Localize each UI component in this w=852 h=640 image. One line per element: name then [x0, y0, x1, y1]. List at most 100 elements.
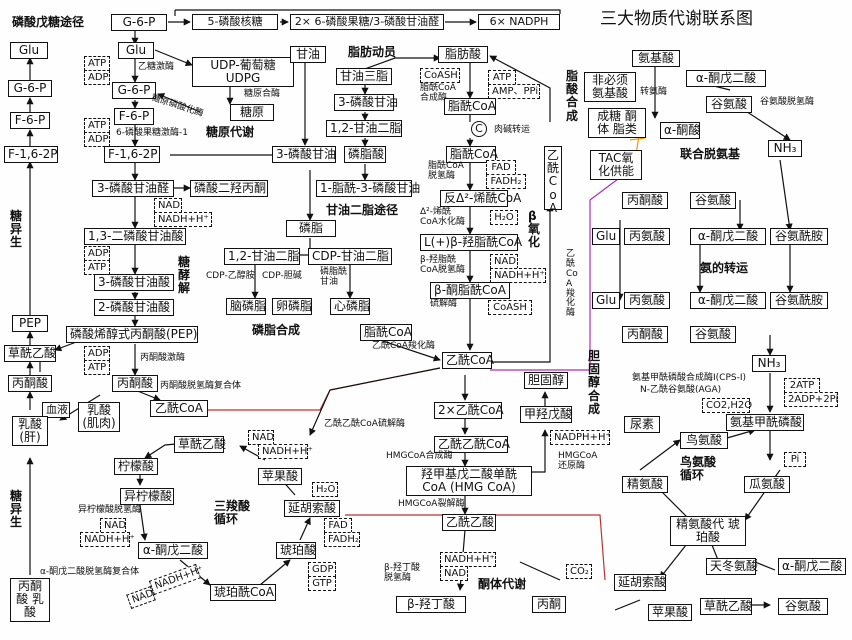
- node-acyl-coa-1: 脂酰CoA: [444, 98, 496, 116]
- node-fructose-glyceraldehyde: 2× 6-磷酸果糖/3-磷酸甘油醛: [290, 14, 444, 31]
- label-hmg-reductase: HMGCoA还原酶: [558, 451, 598, 471]
- node-hmg-coa: 羟甲基戊二酸单酰CoA (HMG CoA): [406, 466, 532, 497]
- label-glycogen-synthase: 糖原合酶: [244, 89, 281, 99]
- label-pfk1: 6-磷酸果糖激酶-1: [116, 128, 188, 138]
- cofactor-atp-fa: ATP: [488, 70, 516, 85]
- node-malate: 苹果酸: [258, 468, 302, 486]
- cofactor-2adp-2pi: 2ADP+2Pi: [784, 392, 838, 407]
- node-phospholipid: 磷脂: [286, 220, 336, 238]
- cofactor-h2o-tca: H₂O: [312, 482, 338, 497]
- node-cardiolipin: 心磷脂: [330, 298, 370, 316]
- node-dihydroxyacetone-p: 磷酸二羟丙酮: [190, 180, 268, 198]
- node-alpha-ketoglutarate: α-酮戊二酸: [138, 542, 208, 560]
- label-acetyl-carboxylase-2: 乙酰CoA羧化酶: [566, 249, 578, 319]
- node-akg-transamination: α-酮戊二酸: [686, 70, 766, 88]
- node-oxaloacetate: 草酰乙酸: [174, 436, 226, 454]
- node-glycerol: 甘油: [290, 46, 326, 64]
- node-fumarate-2: 延胡索酸: [614, 574, 666, 592]
- node-pep-left: PEP: [12, 315, 48, 333]
- cofactor-nadh-beta: NADH+H⁺: [490, 268, 546, 283]
- cofactor-co2-h2o: CO2,H2O: [702, 398, 752, 413]
- node-nh3-2: NH₃: [752, 355, 786, 373]
- label-phosphatidylglycerol: 磷脂酰甘油: [320, 267, 348, 287]
- label-transdeamination: 联合脱氨基: [680, 147, 741, 161]
- label-cdp-ethanolamine: CDP-乙醇胺: [206, 271, 255, 281]
- cofactor-gdp: GDP: [308, 562, 336, 577]
- label-acyl-coa-dh: 脂酰CoA脱氢酶: [428, 161, 464, 181]
- node-lactate-bl: 乳酸: [23, 592, 44, 620]
- label-cholesterol-synthesis: 胆固醇合成: [588, 349, 601, 416]
- cofactor-fad-1: FAD: [486, 160, 516, 175]
- node-nadph-6: 6× NADPH: [478, 14, 560, 31]
- diagram-title: 三大物质代谢联系图: [600, 9, 753, 29]
- label-acetoacetyl-thiolase: 乙酰乙酰CoA硫解酶: [324, 419, 405, 429]
- node-acetone: 丙酮: [532, 596, 566, 614]
- node-glu-a: Glu: [592, 228, 620, 246]
- node-akg-tr3: α-酮戊二酸: [690, 292, 766, 310]
- label-pyruvate-kinase: 丙酮酸激酶: [140, 353, 186, 363]
- label-hydroxyacyl-dh: β-羟脂酰CoA脱氢酶: [420, 255, 465, 275]
- label-beta-oxidation: β氧化: [528, 209, 541, 250]
- label-acyl-coa-synthetase: 脂酰CoA合成酶: [420, 83, 456, 103]
- node-blood: 血液: [42, 402, 70, 419]
- cofactor-fadh2-tca: FADH₂: [324, 532, 360, 547]
- node-malate-2: 苹果酸: [648, 604, 692, 622]
- cofactor-adp-pfk: ADP: [84, 132, 110, 147]
- node-acetoacetate: 乙酰乙酸: [442, 514, 496, 532]
- node-urea: 尿素: [624, 416, 660, 434]
- label-enoyl-hydratase: Δ²-烯酰CoA水化酶: [420, 207, 465, 227]
- label-urea-cycle: 鸟氨酸循环: [680, 455, 717, 483]
- label-bhb-dh: β-羟丁酸脱氢酶: [384, 563, 420, 583]
- node-glutamine-2: 谷氨酰胺: [770, 292, 828, 310]
- node-f6p-left: F-6-P: [10, 112, 50, 130]
- node-tac-oxidation: TAC氧化供能: [590, 150, 642, 181]
- cofactor-adp-pgk: ADP: [84, 246, 110, 261]
- label-glycolysis: 糖酵解: [178, 255, 191, 296]
- node-3pg: 3-磷酸甘油酸: [94, 274, 174, 292]
- label-hmg-synthase: HMGCoA合成酶: [386, 451, 453, 461]
- cofactor-coash-1: CoASH: [420, 68, 460, 83]
- node-carbamoyl-phosphate: 氨基甲酰磷酸: [726, 414, 804, 432]
- node-glycogen: 糖原: [230, 104, 274, 122]
- node-hydroxyacyl-coa: L(+)β-羟脂酰CoA: [420, 234, 522, 252]
- label-phospholipid-synthesis: 磷脂合成: [252, 323, 301, 337]
- label-acetyl-carboxylase: 乙酰CoA羧化酶: [372, 341, 435, 351]
- node-succinate: 琥珀酸: [276, 542, 316, 560]
- node-glutamate-urea: 谷氨酸: [778, 598, 828, 616]
- label-thiolase: 硫解酶: [430, 299, 458, 309]
- label-glycogen-metabolism: 糖原代谢: [206, 125, 255, 139]
- node-citrate: 柠檬酸: [114, 458, 158, 476]
- label-transaminase: 转氨酶: [640, 87, 668, 97]
- cofactor-nad-tca2: NAD: [100, 518, 126, 533]
- node-13-bpg: 1,3-二磷酸甘油酸: [84, 228, 186, 246]
- cofactor-fadh2-1: FADH₂: [486, 174, 526, 189]
- label-hexokinase: 乙糖激酶: [138, 62, 175, 72]
- cofactor-nad-tca1: NAD: [248, 430, 274, 445]
- cofactor-nad-beta: NAD: [490, 254, 518, 269]
- label-tca-cycle: 三羧酸循环: [214, 499, 251, 527]
- node-ornithine: 鸟氨酸: [680, 432, 728, 450]
- node-acetoacetyl-coa: 乙酰乙酰CoA: [434, 436, 510, 454]
- node-nonessential-aa: 非必须 氨基酸: [584, 72, 636, 103]
- label-ammonia-transport: 氨的转运: [700, 261, 749, 275]
- node-cdp-dag: CDP-甘油二脂: [308, 248, 392, 266]
- node-12-dag: 1,2-甘油二脂: [326, 120, 402, 138]
- label-gluconeogenesis-2: 糖异生: [10, 489, 23, 530]
- node-succinyl-coa: 琥珀酰CoA: [210, 584, 276, 602]
- node-fumarate: 延胡索酸: [284, 500, 340, 518]
- label-glu-dh: 谷氨酸脱氢酶: [760, 97, 815, 107]
- node-pyruvate: 丙酮酸: [112, 375, 158, 393]
- cofactor-nadh-ketone: NADH+H⁺: [440, 552, 496, 567]
- node-3pg-aldehyde: 3-磷酸甘油醛: [92, 180, 174, 198]
- node-ketoacyl-coa: β-酮脂酰CoA: [430, 282, 510, 300]
- cofactor-nadh-tca1: NADH+H⁺: [258, 444, 313, 459]
- node-cholesterol: 胆固醇: [524, 372, 568, 390]
- node-g6p-mid: G-6-P: [112, 82, 156, 100]
- node-udpg: UDP-葡萄糖 UDPG: [192, 57, 294, 88]
- node-carnitine: C: [471, 121, 487, 137]
- cofactor-2atp: 2ATP: [784, 378, 820, 393]
- node-akg-tr2: α-酮戊二酸: [690, 228, 766, 246]
- label-cdp-choline: CDP-胆碱: [262, 271, 302, 281]
- node-pep: 磷酸烯醇式丙酮酸(PEP): [66, 326, 198, 344]
- node-phosphatidic-acid: 磷脂酸: [344, 146, 386, 164]
